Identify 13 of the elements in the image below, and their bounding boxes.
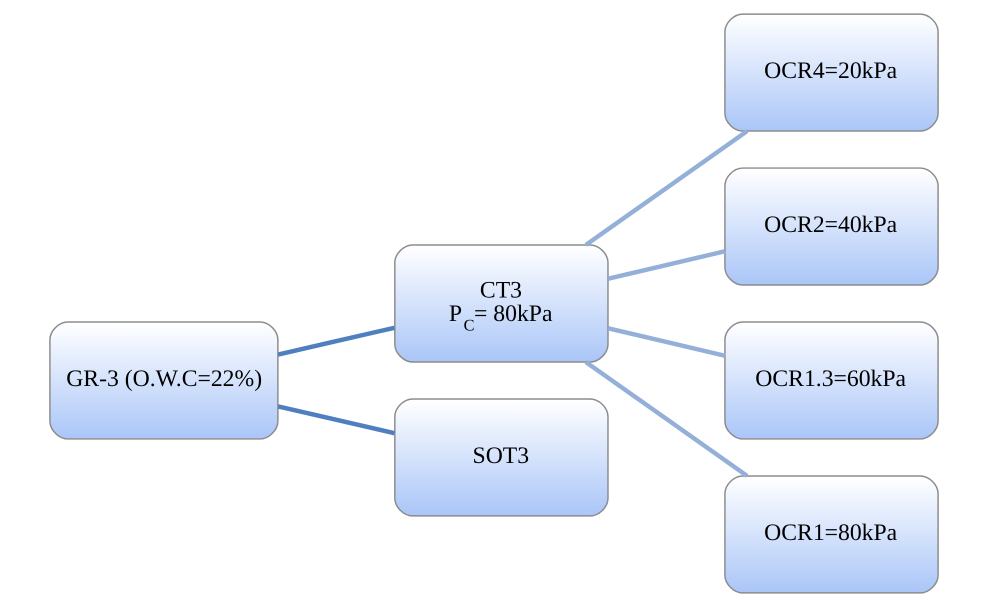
connector (608, 249, 726, 281)
node-box: SOT3 (394, 398, 609, 517)
connector (584, 360, 748, 478)
node-box: OCR4=20kPa (724, 13, 939, 132)
connector (278, 326, 395, 357)
connector (584, 129, 748, 247)
node-box: GR-3 (O.W.C=22%) (49, 321, 279, 440)
node-box: CT3 P$_{C}$= 80kPa (394, 244, 609, 363)
connector (608, 326, 726, 358)
node-box: OCR1.3=60kPa (724, 321, 939, 440)
node-box: OCR1=80kPa (724, 475, 939, 594)
node-box: OCR2=40kPa (724, 167, 939, 286)
connector (278, 404, 395, 436)
